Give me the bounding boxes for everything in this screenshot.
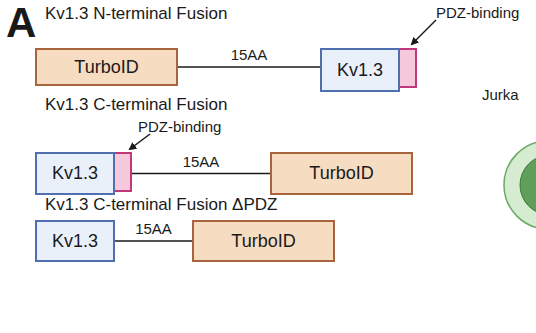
- domain-box: TurboID: [270, 152, 413, 195]
- domain-name: TurboID: [309, 163, 373, 184]
- cell-outer: [504, 141, 536, 229]
- construct-box: TurboID: [270, 152, 413, 195]
- annotation-label: PDZ-binding: [138, 117, 221, 137]
- domain-name: Kv1.3: [337, 60, 383, 81]
- linker-label: 15AA: [181, 154, 222, 170]
- leader-arrow: [412, 20, 436, 44]
- cell-nucleus: [520, 155, 536, 215]
- linker-label: 15AA: [229, 47, 270, 63]
- domain-name: TurboID: [74, 57, 138, 78]
- annotation-label: PDZ-binding: [436, 3, 519, 23]
- panel-letter: A: [6, 0, 36, 46]
- domain-name: TurboID: [231, 231, 295, 252]
- construct-box: Kv1.3: [35, 220, 115, 262]
- construct-box: Kv1.3: [320, 48, 417, 92]
- domain-name: Kv1.3: [52, 163, 98, 184]
- domain-box: Kv1.3: [35, 152, 115, 195]
- construct-box: TurboID: [35, 48, 178, 86]
- domain-box: Kv1.3: [320, 48, 400, 92]
- construct-box: Kv1.3: [35, 152, 132, 195]
- leader-arrow: [130, 134, 150, 149]
- pdz-binding-motif: [398, 48, 417, 88]
- construct-box: TurboID: [192, 220, 335, 262]
- annotation-label: Kv1.3 N-terminal Fusion: [45, 4, 227, 24]
- annotation-label: Jurka: [482, 85, 519, 105]
- domain-box: Kv1.3: [35, 220, 115, 262]
- domain-name: Kv1.3: [52, 231, 98, 252]
- annotation-label: Kv1.3 C-terminal Fusion: [45, 95, 227, 115]
- linker-label: 15AA: [133, 221, 174, 237]
- annotation-label: Kv1.3 C-terminal Fusion ΔPDZ: [45, 195, 277, 215]
- linker-line: [178, 66, 320, 68]
- domain-box: TurboID: [192, 220, 335, 262]
- pdz-binding-motif: [113, 152, 132, 192]
- linker-line: [115, 240, 192, 242]
- linker-line: [132, 173, 270, 175]
- domain-box: TurboID: [35, 48, 178, 86]
